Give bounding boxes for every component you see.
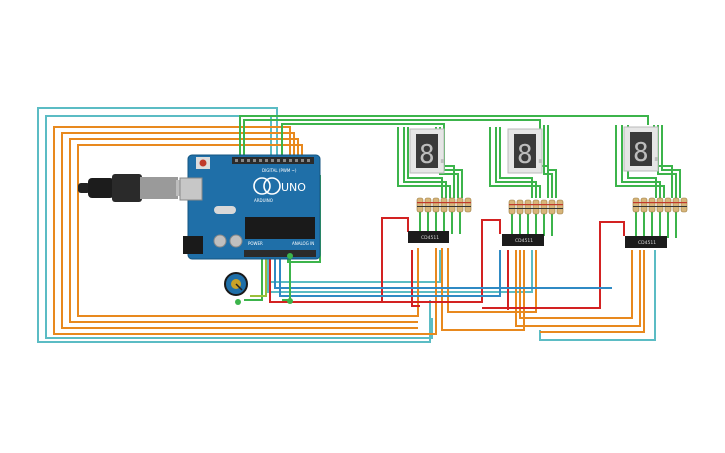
power-label: POWER	[248, 241, 263, 246]
power-jack	[183, 236, 203, 254]
resistors-group-2	[508, 199, 564, 215]
seven-segment-display-1: 8.	[409, 128, 450, 174]
resistor-bands	[417, 202, 687, 206]
digital-pins	[235, 159, 310, 162]
arduino-logo	[253, 177, 271, 195]
resistor-bands-dark	[417, 206, 687, 209]
seven-segment-display-3: 8.	[623, 126, 664, 172]
yellow-green-wires	[250, 258, 267, 297]
potentiometer[interactable]	[224, 272, 248, 296]
teal-wires	[37, 107, 656, 343]
chip-label: CD4511	[515, 238, 533, 244]
resistors-group-3	[632, 197, 688, 213]
display-digit: 8.	[517, 140, 548, 170]
atmega-chip	[245, 217, 315, 239]
chip-label: CD4511	[638, 240, 656, 246]
crystal	[214, 206, 236, 214]
red-wires	[269, 217, 625, 310]
analog-label: ANALOG IN	[292, 241, 314, 246]
resistors-group-1	[416, 197, 472, 213]
board-brand: ARDUINO	[254, 198, 273, 203]
orange-wires	[53, 126, 645, 335]
blue-wires	[274, 250, 612, 297]
arduino-board[interactable]: DIGITAL (PWM ~) UNO ARDUINO POWER ANALOG…	[179, 154, 321, 260]
usb-port	[179, 177, 203, 201]
seven-segment-display-2: 8.	[507, 128, 548, 174]
digital-label: DIGITAL (PWM ~)	[262, 168, 297, 173]
green-wires	[239, 115, 681, 301]
board-model: UNO	[281, 181, 306, 194]
decoder-chip-1: CD4511	[408, 231, 449, 243]
chip-label: CD4511	[421, 235, 439, 241]
decoder-chip-3: CD4511	[625, 236, 667, 248]
display-digit: 8.	[419, 140, 450, 170]
power-analog-header	[244, 250, 316, 257]
junction-dots	[235, 253, 293, 305]
display-digit: 8.	[633, 138, 664, 168]
capacitors	[213, 234, 243, 248]
decoder-chip-2: CD4511	[502, 234, 544, 246]
